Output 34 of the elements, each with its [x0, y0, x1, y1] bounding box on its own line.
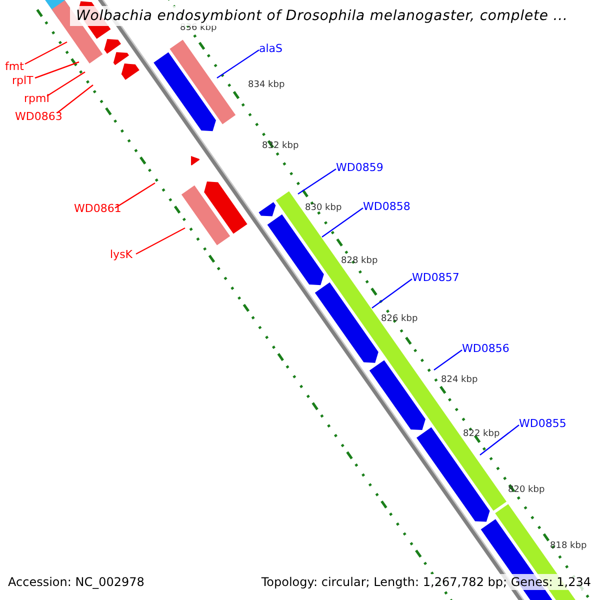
- gene-label: WD0858: [363, 200, 410, 213]
- gene-label: WD0855: [519, 417, 566, 430]
- leader-line: [216, 50, 260, 78]
- gene-label: fmt: [5, 60, 24, 73]
- scale-label: 818 kbp: [550, 541, 587, 552]
- gene-label: WD0859: [336, 161, 384, 174]
- scale-label: 820 kbp: [508, 485, 545, 496]
- scale-label: 828 kbp: [341, 256, 378, 267]
- gene-label: rpmI: [24, 92, 50, 105]
- leader-line: [34, 61, 80, 79]
- scale-label: 830 kbp: [305, 203, 342, 214]
- leader-line: [136, 227, 186, 255]
- scale-label: 834 kbp: [248, 80, 285, 91]
- leader-line: [322, 208, 364, 238]
- leader-line: [372, 278, 412, 308]
- scale-label: 836 kbp: [180, 23, 217, 34]
- gene-label: WD0863: [15, 110, 62, 123]
- scale-label: 832 kbp: [262, 141, 299, 152]
- gene-label: WD0856: [462, 342, 510, 355]
- leader-line: [114, 182, 156, 208]
- scale-label: 826 kbp: [381, 314, 418, 325]
- gene-label: rplT: [12, 74, 34, 87]
- leader-line: [434, 350, 462, 370]
- scale-label: 824 kbp: [441, 375, 478, 386]
- gene-label: WD0857: [412, 271, 460, 284]
- leader-line: [24, 41, 68, 65]
- gene-label: WD0861: [74, 202, 122, 215]
- gene-label: lysK: [110, 248, 133, 261]
- leader-line: [56, 84, 94, 114]
- leader-line: [298, 168, 336, 194]
- gene-label: alaS: [259, 42, 283, 55]
- scale-label: 822 kbp: [463, 429, 500, 440]
- leader-line: [480, 424, 520, 456]
- leader-line: [46, 72, 86, 96]
